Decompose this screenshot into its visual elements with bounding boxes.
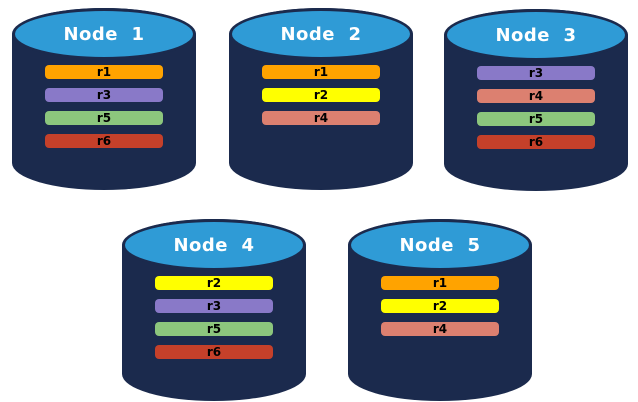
node3-replica-r3: r3 bbox=[477, 66, 595, 80]
node4-replica-r3: r3 bbox=[155, 299, 273, 313]
node3-replica-r4: r4 bbox=[477, 89, 595, 103]
node-title: Node 2 bbox=[280, 23, 362, 45]
cylinder-top: Node 4 bbox=[122, 219, 306, 271]
node-title: Node 4 bbox=[173, 234, 255, 256]
node3-replica-r6: r6 bbox=[477, 135, 595, 149]
node-title: Node 1 bbox=[63, 23, 145, 45]
cylinder-top: Node 1 bbox=[12, 8, 196, 60]
node-5: Node 5 r1 r2 r4 bbox=[348, 219, 532, 401]
node4-replica-r2: r2 bbox=[155, 276, 273, 290]
node2-replica-r1: r1 bbox=[262, 65, 380, 79]
replica-list: r1 r3 r5 r6 bbox=[12, 65, 196, 148]
node1-replica-r1: r1 bbox=[45, 65, 163, 79]
cylinder-top: Node 5 bbox=[348, 219, 532, 271]
node2-replica-r4: r4 bbox=[262, 111, 380, 125]
node1-replica-r3: r3 bbox=[45, 88, 163, 102]
node4-replica-r6: r6 bbox=[155, 345, 273, 359]
node-3: Node 3 r3 r4 r5 r6 bbox=[444, 9, 628, 191]
node5-replica-r2: r2 bbox=[381, 299, 499, 313]
cylinder-top: Node 2 bbox=[229, 8, 413, 60]
node-2: Node 2 r1 r2 r4 bbox=[229, 8, 413, 190]
cylinder-top: Node 3 bbox=[444, 9, 628, 61]
node1-replica-r5: r5 bbox=[45, 111, 163, 125]
replica-list: r3 r4 r5 r6 bbox=[444, 66, 628, 149]
node4-replica-r5: r5 bbox=[155, 322, 273, 336]
node-1: Node 1 r1 r3 r5 r6 bbox=[12, 8, 196, 190]
node3-replica-r5: r5 bbox=[477, 112, 595, 126]
node2-replica-r2: r2 bbox=[262, 88, 380, 102]
node5-replica-r4: r4 bbox=[381, 322, 499, 336]
node-4: Node 4 r2 r3 r5 r6 bbox=[122, 219, 306, 401]
replica-list: r2 r3 r5 r6 bbox=[122, 276, 306, 359]
node5-replica-r1: r1 bbox=[381, 276, 499, 290]
node-title: Node 3 bbox=[495, 24, 577, 46]
node-title: Node 5 bbox=[399, 234, 481, 256]
replica-list: r1 r2 r4 bbox=[229, 65, 413, 125]
node1-replica-r6: r6 bbox=[45, 134, 163, 148]
replica-list: r1 r2 r4 bbox=[348, 276, 532, 336]
